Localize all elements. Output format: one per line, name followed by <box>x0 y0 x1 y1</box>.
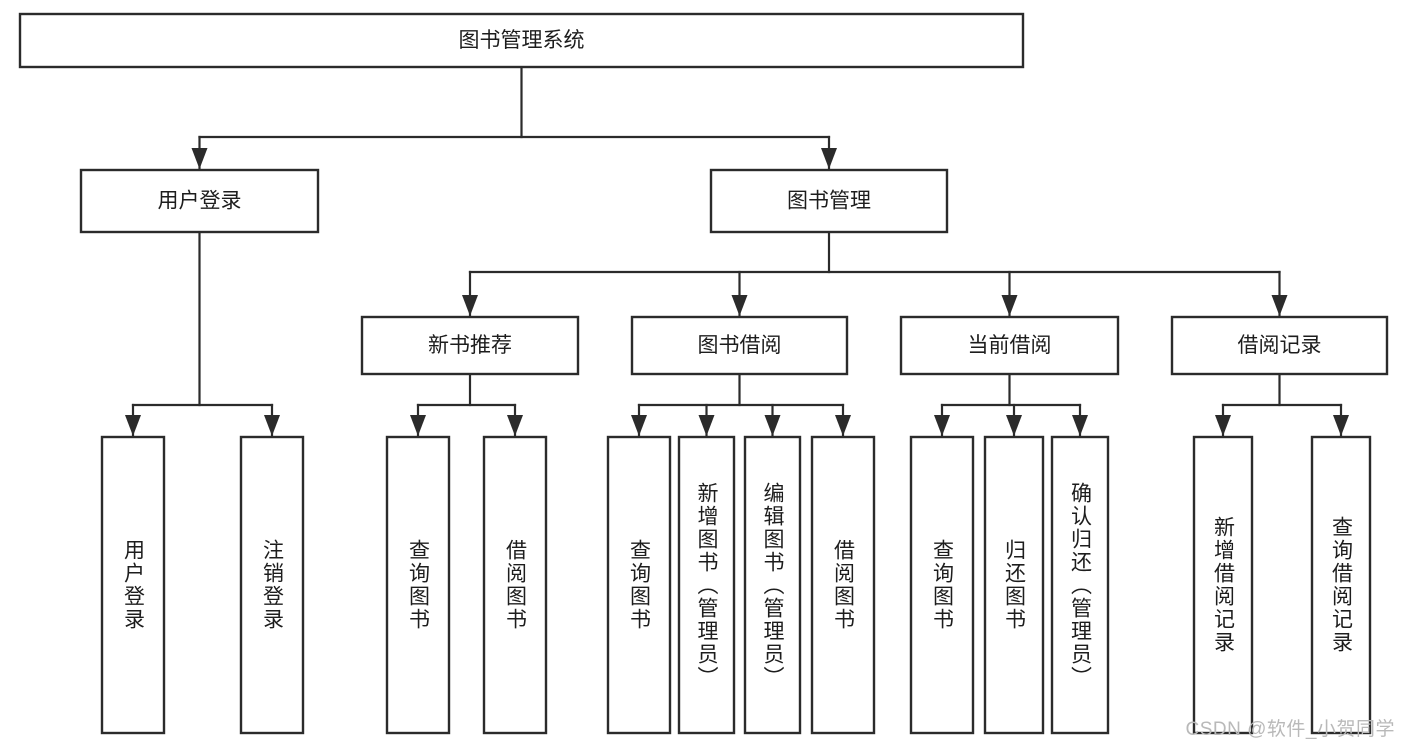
arrow-head-icon <box>821 148 837 169</box>
node-current-borrow <box>899 315 1120 376</box>
node-root-label: 图书管理系统 <box>459 29 585 52</box>
node-current-borrow-label: 当前借阅 <box>968 334 1052 357</box>
watermark-text: CSDN @软件_小贺同学 <box>1185 719 1395 740</box>
node-leaf-query-book-3 <box>909 435 975 735</box>
node-new-book-rec-label: 新书推荐 <box>428 334 512 357</box>
node-leaf-query-record <box>1310 435 1372 735</box>
node-book-manage-label: 图书管理 <box>787 190 871 213</box>
arrow-head-icon <box>631 415 647 436</box>
connector-group <box>125 65 1349 437</box>
node-leaf-add-book <box>677 435 736 735</box>
arrow-head-icon <box>191 148 208 169</box>
node-leaf-edit-book <box>743 435 802 735</box>
arrow-head-icon <box>264 415 280 436</box>
node-leaf-user-login <box>100 435 166 735</box>
node-box-group <box>18 12 1389 735</box>
arrow-head-icon <box>462 295 478 316</box>
arrow-head-icon <box>1271 295 1288 316</box>
arrow-head-icon <box>1006 415 1022 436</box>
node-book-borrow-label: 图书借阅 <box>698 334 782 357</box>
node-borrow-record <box>1170 315 1389 376</box>
arrow-head-icon <box>1072 415 1088 436</box>
node-user-login-label: 用户登录 <box>158 190 242 213</box>
node-root <box>18 12 1025 69</box>
arrow-head-icon <box>507 415 523 436</box>
node-new-book-rec <box>360 315 580 376</box>
arrow-head-icon <box>1333 415 1349 436</box>
arrow-head-icon <box>835 415 851 436</box>
node-leaf-logout <box>239 435 305 735</box>
node-leaf-return-book <box>983 435 1045 735</box>
node-book-borrow <box>630 315 849 376</box>
node-leaf-borrow-book-1 <box>482 435 548 735</box>
arrow-head-icon <box>731 295 748 316</box>
arrow-head-icon <box>764 415 781 436</box>
node-leaf-add-record <box>1192 435 1254 735</box>
node-user-login <box>79 168 320 234</box>
node-leaf-query-book-1 <box>385 435 451 735</box>
arrow-head-icon <box>934 415 950 436</box>
arrow-head-icon <box>1001 295 1018 316</box>
node-book-manage <box>709 168 949 234</box>
node-leaf-query-book-2 <box>606 435 672 735</box>
arrow-head-icon <box>1215 415 1231 436</box>
arrow-head-icon <box>125 415 141 436</box>
node-leaf-borrow-book-2 <box>810 435 876 735</box>
node-borrow-record-label: 借阅记录 <box>1238 334 1322 357</box>
arrow-head-icon <box>698 415 715 436</box>
arrow-head-icon <box>410 415 426 436</box>
node-leaf-confirm-return <box>1050 435 1110 735</box>
